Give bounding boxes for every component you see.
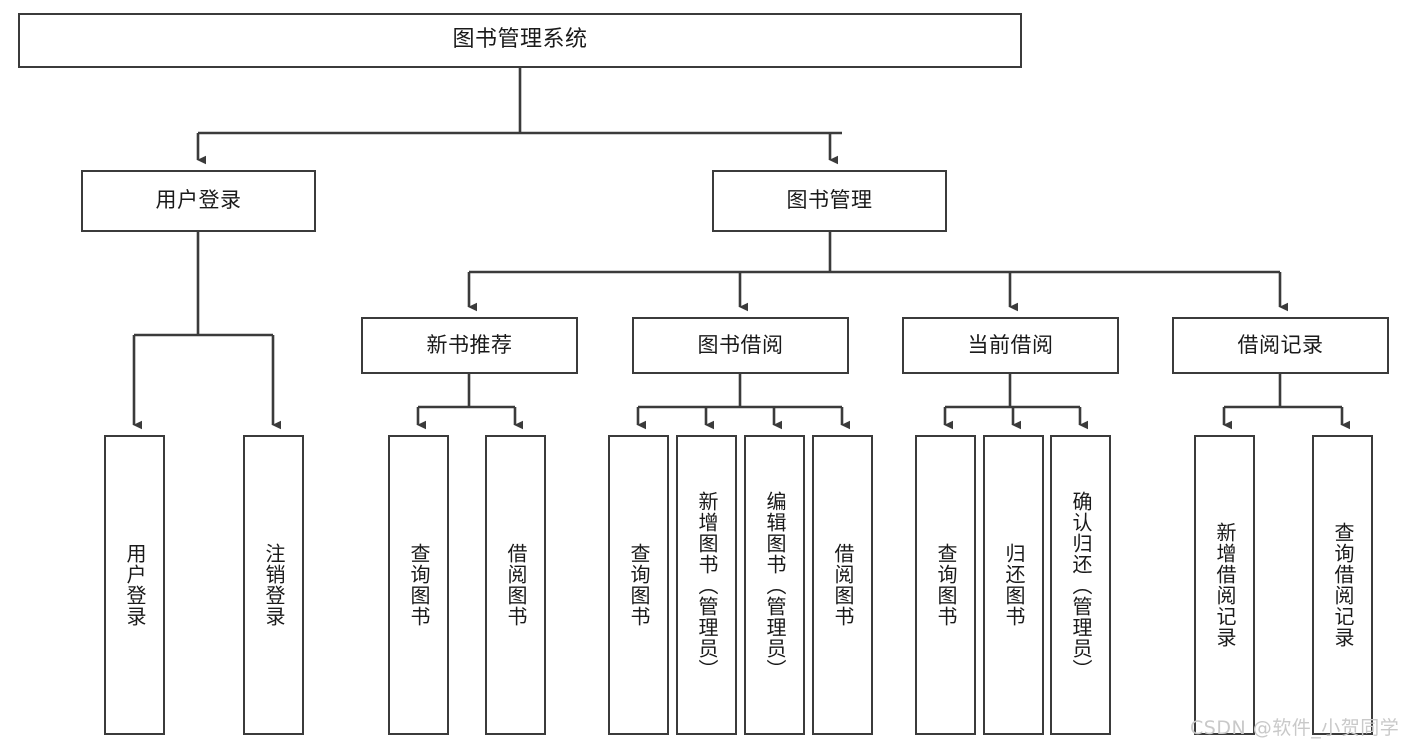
leaf-query-book-current[interactable]: 查询图书 <box>915 435 976 735</box>
leaf-query-book-recommend[interactable]: 查询图书 <box>388 435 449 735</box>
leaf-borrow-book-recommend[interactable]: 借阅图书 <box>485 435 546 735</box>
leaf-edit-book-admin[interactable]: 编辑图书（管理员） <box>744 435 805 735</box>
node-root[interactable]: 图书管理系统 <box>18 13 1022 68</box>
node-level2-book-management[interactable]: 图书管理 <box>712 170 947 232</box>
leaf-add-borrow-record[interactable]: 新增借阅记录 <box>1194 435 1255 735</box>
csdn-watermark: CSDN @软件_小贺同学 <box>1190 717 1400 739</box>
node-level3-current-borrow[interactable]: 当前借阅 <box>902 317 1119 374</box>
leaf-return-book[interactable]: 归还图书 <box>983 435 1044 735</box>
node-level2-user-login[interactable]: 用户登录 <box>81 170 316 232</box>
leaf-logout[interactable]: 注销登录 <box>243 435 304 735</box>
node-level3-book-borrow[interactable]: 图书借阅 <box>632 317 849 374</box>
leaf-user-login[interactable]: 用户登录 <box>104 435 165 735</box>
node-level3-new-book-recommend[interactable]: 新书推荐 <box>361 317 578 374</box>
leaf-query-book-borrow[interactable]: 查询图书 <box>608 435 669 735</box>
leaf-query-borrow-record[interactable]: 查询借阅记录 <box>1312 435 1373 735</box>
node-level3-borrow-record[interactable]: 借阅记录 <box>1172 317 1389 374</box>
leaf-add-book-admin[interactable]: 新增图书（管理员） <box>676 435 737 735</box>
leaf-confirm-return-admin[interactable]: 确认归还（管理员） <box>1050 435 1111 735</box>
leaf-borrow-book[interactable]: 借阅图书 <box>812 435 873 735</box>
